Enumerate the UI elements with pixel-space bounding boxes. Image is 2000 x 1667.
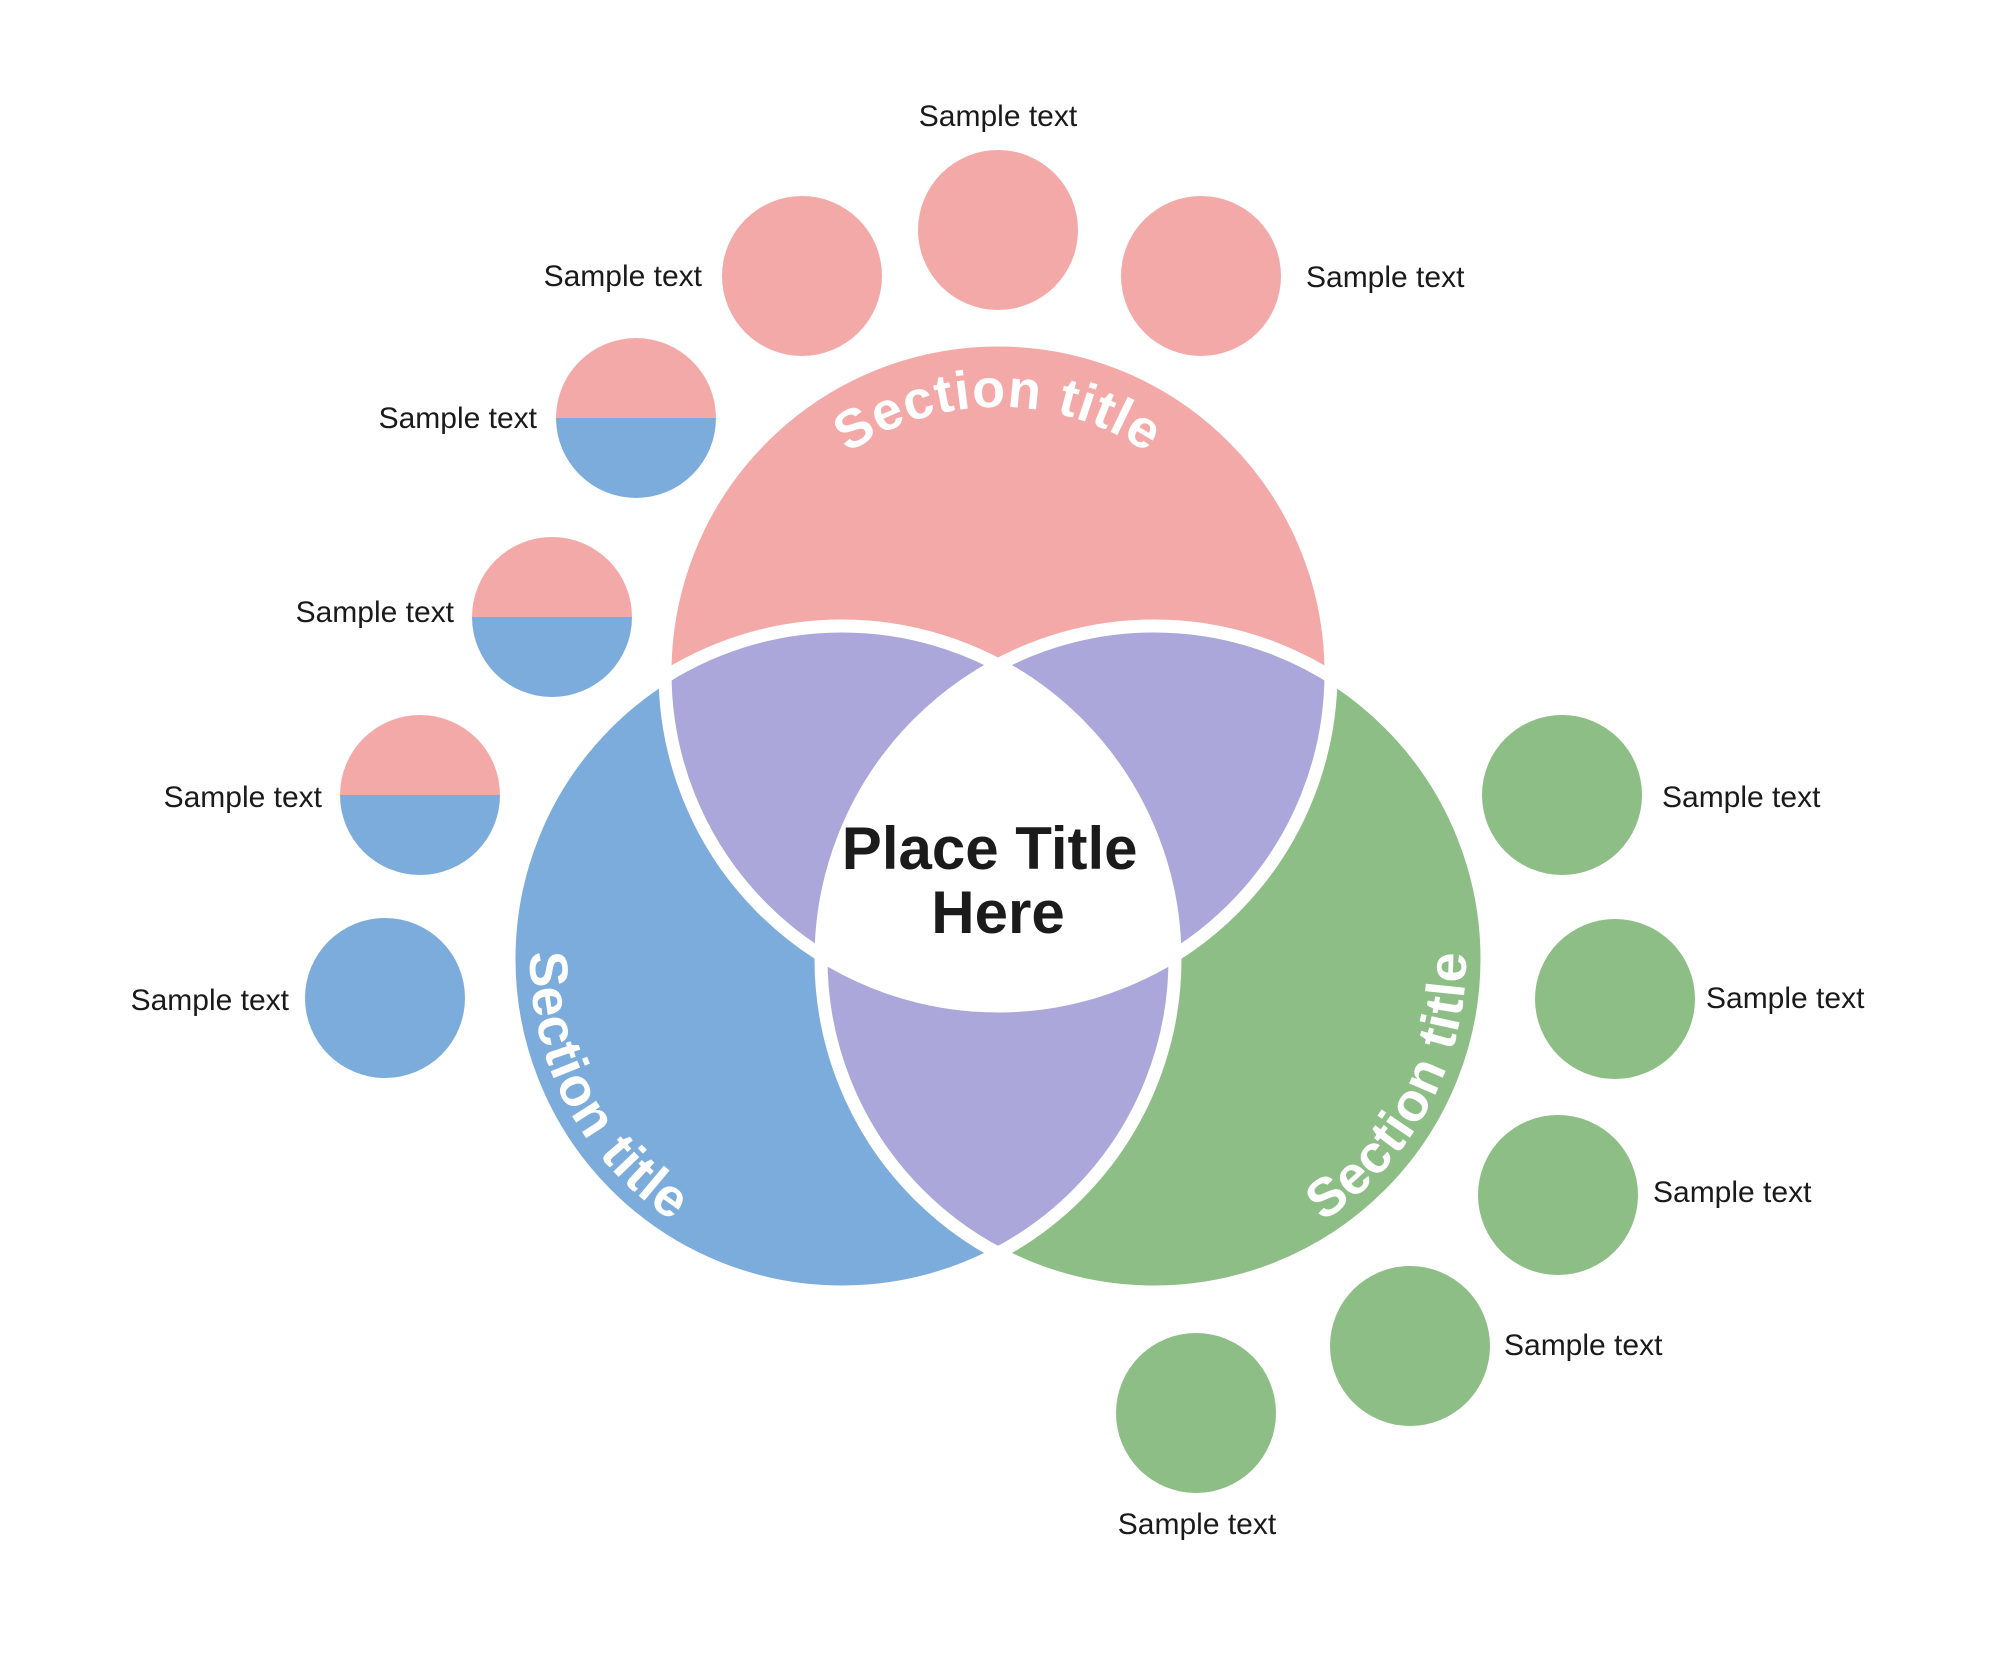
satellite-circle-pink	[722, 196, 882, 356]
satellite-circle-green	[1116, 1333, 1276, 1493]
satellite-circle-green	[1535, 919, 1695, 1079]
satellite-label: Sample text	[164, 781, 323, 814]
satellite-label: Sample text	[919, 100, 1078, 133]
satellite-circle-pink	[1121, 196, 1281, 356]
center-title-line1: Place Title	[842, 815, 1138, 882]
overlap-center-white	[821, 626, 1175, 1006]
satellite-circle-green	[1478, 1115, 1638, 1275]
venn-outline-green	[814, 619, 1494, 1299]
half-circle-bottom-blue	[556, 418, 716, 498]
satellite-label: Sample text	[1662, 781, 1821, 814]
satellite-label: Sample text	[1504, 1329, 1663, 1362]
satellite-circle-half-pink-blue	[556, 338, 716, 498]
center-title: Place Title Here	[842, 815, 1154, 946]
half-circle-top-pink	[556, 338, 716, 418]
satellite-label: Sample text	[544, 260, 703, 293]
satellite-label: Sample text	[1653, 1176, 1812, 1209]
satellite-circle-green	[1330, 1266, 1490, 1426]
half-circle-top-pink	[340, 715, 500, 795]
satellite-circles	[305, 150, 1695, 1493]
half-circle-top-pink	[472, 537, 632, 617]
satellite-circle-half-pink-blue	[340, 715, 500, 875]
half-circle-bottom-blue	[472, 617, 632, 697]
center-title-line2: Here	[931, 879, 1064, 946]
satellite-label: Sample text	[296, 596, 455, 629]
half-circle-bottom-blue	[340, 795, 500, 875]
satellite-label: Sample text	[379, 402, 538, 435]
satellite-label: Sample text	[1306, 261, 1465, 294]
satellite-label: Sample text	[1118, 1508, 1277, 1541]
satellite-circle-half-pink-blue	[472, 537, 632, 697]
satellite-circle-pink	[918, 150, 1078, 310]
satellite-label: Sample text	[131, 984, 290, 1017]
satellite-circle-blue	[305, 918, 465, 1078]
satellite-circle-green	[1482, 715, 1642, 875]
satellite-label: Sample text	[1706, 982, 1865, 1015]
venn-outline-blue	[502, 619, 1182, 1299]
